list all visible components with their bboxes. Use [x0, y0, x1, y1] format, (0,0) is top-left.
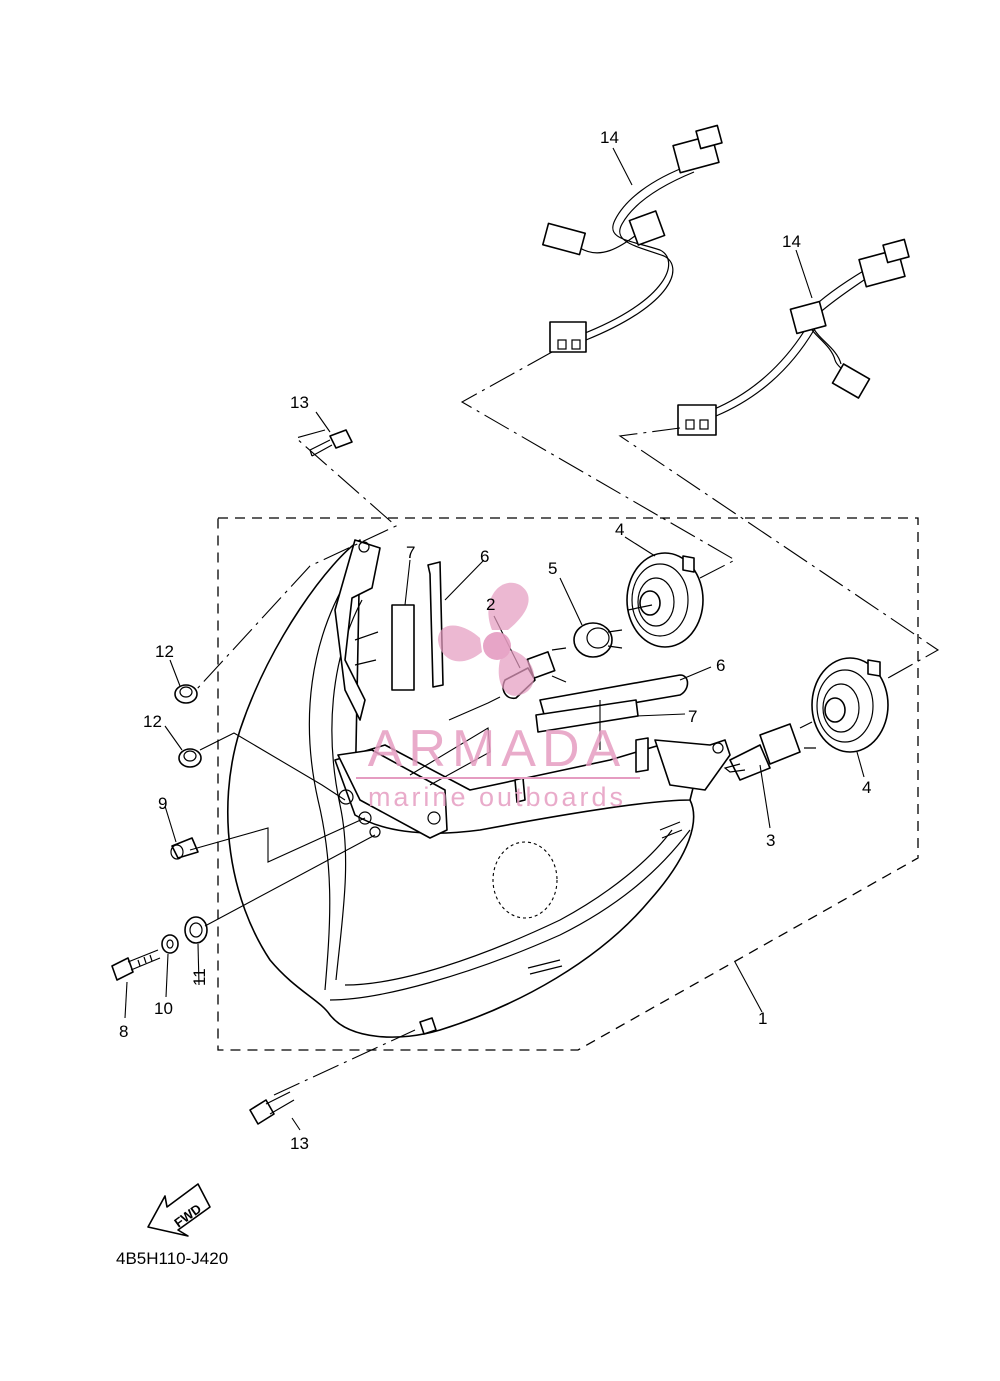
rubber-cover-4-upper [626, 552, 704, 648]
bolt-8 [111, 949, 161, 981]
grommet-12-lower [178, 748, 202, 768]
assembly-boundary [217, 517, 919, 1051]
screw-13-upper [309, 429, 353, 457]
callout-11: 11 [190, 968, 209, 986]
callout-14-lower: 14 [782, 232, 801, 251]
watermark-brand: ARMADA [368, 720, 626, 778]
callout-13-upper: 13 [290, 393, 309, 412]
callout-2: 2 [486, 595, 495, 614]
callout-6-lower: 6 [716, 656, 725, 675]
screw-13-lower [249, 1091, 295, 1125]
watermark-logo [438, 582, 535, 696]
rubber-cover-4-lower [811, 657, 889, 753]
washer-10 [161, 934, 179, 954]
wire-harness-14-upper [542, 124, 723, 353]
callout-13-lower: 13 [290, 1134, 309, 1153]
watermark-tagline: marine outboards [368, 782, 626, 812]
drawing-code: 4B5H110-J420 [116, 1249, 228, 1268]
grommet-11 [184, 916, 208, 944]
callout-1: 1 [758, 1009, 767, 1028]
headlight-housing [227, 539, 731, 1038]
callout-7-upper: 7 [406, 543, 415, 562]
callout-12-upper: 12 [155, 642, 174, 661]
socket-5 [573, 622, 623, 658]
callout-8: 8 [119, 1022, 128, 1041]
callout-6-upper: 6 [480, 547, 489, 566]
collar-9 [170, 837, 199, 860]
gasket-6-lower [539, 674, 689, 719]
fwd-arrow-icon: FWD [147, 1183, 211, 1237]
connection-lines [189, 351, 940, 1096]
callout-3: 3 [766, 831, 775, 850]
callout-4-upper: 4 [615, 520, 624, 539]
callout-7-lower: 7 [688, 707, 697, 726]
callout-4-lower: 4 [862, 778, 871, 797]
callout-5: 5 [548, 559, 557, 578]
bulb-3 [723, 721, 816, 781]
callout-9: 9 [158, 794, 167, 813]
wire-harness-14-lower [677, 238, 910, 436]
callout-12-lower: 12 [143, 712, 162, 731]
callout-10: 10 [154, 999, 173, 1018]
callout-14-upper: 14 [600, 128, 619, 147]
gasket-6-upper [427, 561, 444, 688]
grommet-12-upper [174, 684, 198, 704]
gasket-7-upper [391, 604, 415, 691]
